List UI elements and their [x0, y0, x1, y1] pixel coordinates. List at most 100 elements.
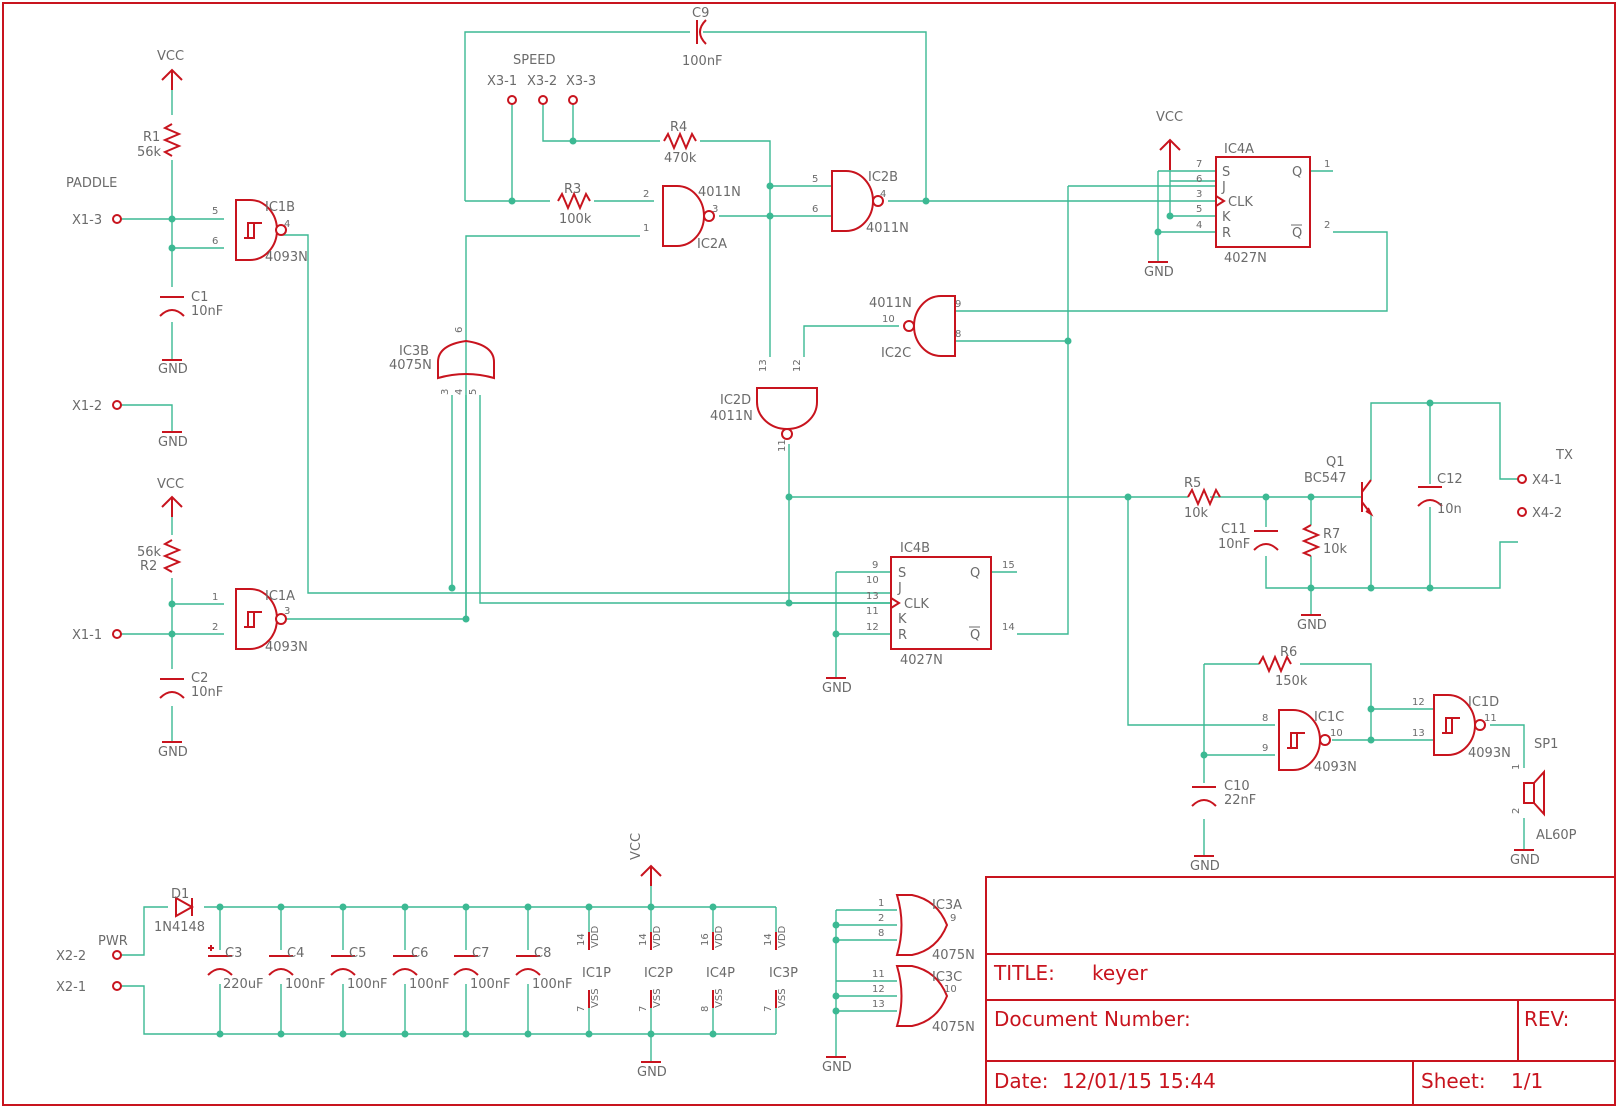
svg-text:4: 4	[284, 219, 290, 230]
gate-ic2c	[903, 295, 956, 357]
svg-text:10: 10	[866, 575, 879, 586]
svg-text:15: 15	[1002, 560, 1015, 571]
resistor-r2	[162, 539, 182, 573]
svg-text:IC1C: IC1C	[1314, 710, 1344, 725]
svg-text:PADDLE: PADDLE	[66, 176, 117, 191]
svg-text:SPEED: SPEED	[513, 53, 556, 68]
svg-text:R2: R2	[140, 559, 157, 574]
svg-text:IC3B: IC3B	[399, 344, 429, 359]
gate-ic2a	[662, 185, 715, 247]
svg-text:IC3P: IC3P	[769, 966, 798, 981]
svg-text:10k: 10k	[1184, 506, 1209, 521]
svg-text:9: 9	[872, 560, 878, 571]
svg-text:14: 14	[638, 933, 649, 946]
svg-text:VDD: VDD	[777, 925, 788, 948]
svg-text:IC3A: IC3A	[932, 898, 962, 913]
svg-text:PWR: PWR	[98, 934, 128, 949]
svg-text:C10: C10	[1224, 779, 1250, 794]
svg-text:2: 2	[212, 622, 218, 633]
svg-text:VSS: VSS	[590, 988, 601, 1008]
svg-text:SP1: SP1	[1534, 737, 1558, 752]
svg-text:R5: R5	[1184, 476, 1201, 491]
svg-text:14: 14	[1002, 622, 1015, 633]
svg-text:10nF: 10nF	[191, 685, 223, 700]
svg-text:R: R	[1222, 226, 1231, 241]
svg-text:4093N: 4093N	[265, 250, 308, 265]
svg-text:IC4B: IC4B	[900, 541, 930, 556]
svg-text:1N4148: 1N4148	[154, 920, 205, 935]
svg-text:X3-3: X3-3	[566, 74, 596, 89]
svg-text:R7: R7	[1323, 527, 1340, 542]
wires	[120, 31, 1525, 1062]
svg-text:TX: TX	[1555, 448, 1573, 463]
vcc-arrow-2	[161, 495, 183, 517]
svg-text:13: 13	[1412, 728, 1425, 739]
svg-text:IC2B: IC2B	[868, 170, 898, 185]
svg-text:R: R	[898, 628, 907, 643]
svg-text:4: 4	[454, 389, 465, 395]
sheet-label: Sheet:	[1421, 1069, 1486, 1093]
svg-text:IC1A: IC1A	[265, 589, 295, 604]
svg-text:C2: C2	[191, 671, 208, 686]
svg-text:1: 1	[1324, 159, 1330, 170]
svg-text:C1: C1	[191, 290, 208, 305]
svg-text:2: 2	[1511, 808, 1522, 814]
svg-text:13: 13	[866, 591, 879, 602]
svg-text:100nF: 100nF	[532, 977, 573, 992]
svg-text:3: 3	[440, 389, 451, 395]
gate-ic1b	[235, 199, 287, 261]
svg-text:100nF: 100nF	[682, 54, 723, 69]
svg-text:1: 1	[643, 223, 649, 234]
svg-text:C11: C11	[1221, 522, 1247, 537]
svg-text:X2-2: X2-2	[56, 949, 86, 964]
svg-text:X4-2: X4-2	[1532, 506, 1562, 521]
svg-text:C6: C6	[411, 946, 428, 961]
svg-text:6: 6	[812, 204, 818, 215]
svg-text:X1-2: X1-2	[72, 399, 102, 414]
svg-text:VSS: VSS	[652, 988, 663, 1008]
svg-text:10: 10	[944, 984, 957, 995]
svg-text:R1: R1	[143, 130, 160, 145]
svg-text:IC2D: IC2D	[720, 393, 751, 408]
svg-text:X1-3: X1-3	[72, 213, 102, 228]
svg-text:9: 9	[1262, 743, 1268, 754]
svg-text:VDD: VDD	[590, 925, 601, 948]
svg-text:GND: GND	[158, 362, 188, 377]
rev-label: REV:	[1524, 1007, 1569, 1031]
svg-text:150k: 150k	[1275, 674, 1308, 689]
svg-text:5: 5	[468, 389, 479, 395]
svg-text:J: J	[1221, 180, 1226, 195]
sheet-value: 1/1	[1511, 1069, 1543, 1093]
svg-text:GND: GND	[1144, 265, 1174, 280]
gnd-symbols	[162, 261, 1534, 1063]
resistor-r4	[663, 131, 697, 151]
speaker-sp1	[1523, 769, 1545, 817]
svg-text:4011N: 4011N	[710, 409, 753, 424]
svg-text:7: 7	[576, 1006, 587, 1012]
svg-text:4027N: 4027N	[1224, 251, 1267, 266]
svg-text:14: 14	[763, 933, 774, 946]
svg-text:4075N: 4075N	[389, 358, 432, 373]
svg-text:5: 5	[212, 206, 218, 217]
svg-text:C5: C5	[349, 946, 366, 961]
flipflop-pin-labels: S J CLK K R Q Q S J CLK K R Q Q	[897, 165, 1302, 643]
svg-text:IC2A: IC2A	[697, 237, 727, 252]
connector-terminals	[112, 95, 1527, 991]
svg-text:VSS: VSS	[714, 988, 725, 1008]
svg-text:220uF: 220uF	[223, 977, 264, 992]
vcc-arrow-3	[1159, 138, 1181, 170]
svg-text:IC4A: IC4A	[1224, 142, 1254, 157]
svg-text:X3-2: X3-2	[527, 74, 557, 89]
svg-text:10nF: 10nF	[1218, 537, 1250, 552]
svg-text:X4-1: X4-1	[1532, 473, 1562, 488]
svg-text:IC1B: IC1B	[265, 200, 295, 215]
svg-text:10nF: 10nF	[191, 304, 223, 319]
svg-text:4011N: 4011N	[866, 221, 909, 236]
svg-text:K: K	[898, 612, 907, 627]
svg-text:6: 6	[212, 236, 218, 247]
svg-text:12: 12	[1412, 697, 1425, 708]
svg-text:100k: 100k	[559, 212, 592, 227]
svg-text:AL60P: AL60P	[1536, 828, 1577, 843]
